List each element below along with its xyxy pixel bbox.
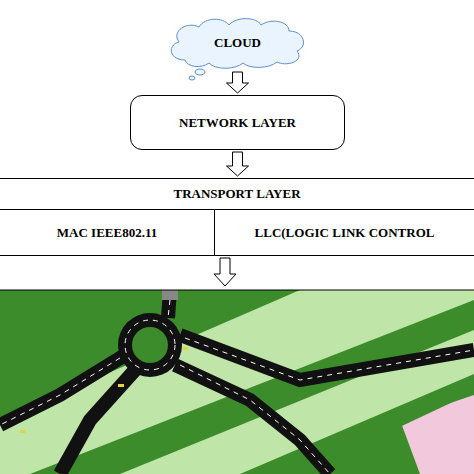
road-map	[0, 290, 474, 474]
down-block-arrow	[214, 258, 236, 286]
thought-bubbles	[189, 69, 205, 80]
transport-layer-band: TRANSPORT LAYER MAC IEEE802.11 LLC(LOGIC L…	[0, 178, 474, 256]
layer-label: CLOUD	[214, 35, 261, 51]
band-heading: TRANSPORT LAYER	[173, 186, 300, 202]
network-layer-box: NETWORK LAYER	[130, 95, 345, 150]
map-border	[0, 290, 474, 291]
layer-label: NETWORK LAYER	[179, 115, 296, 131]
layer-label: LLC(LOGIC LINK CONTROL	[255, 225, 435, 241]
mac-cell: MAC IEEE802.11	[0, 209, 214, 256]
llc-cell: LLC(LOGIC LINK CONTROL	[214, 209, 474, 256]
block-arrow	[227, 72, 249, 93]
layer-label: MAC IEEE802.11	[57, 225, 157, 241]
cloud-node: CLOUD	[165, 15, 310, 70]
block-arrow	[227, 152, 249, 176]
